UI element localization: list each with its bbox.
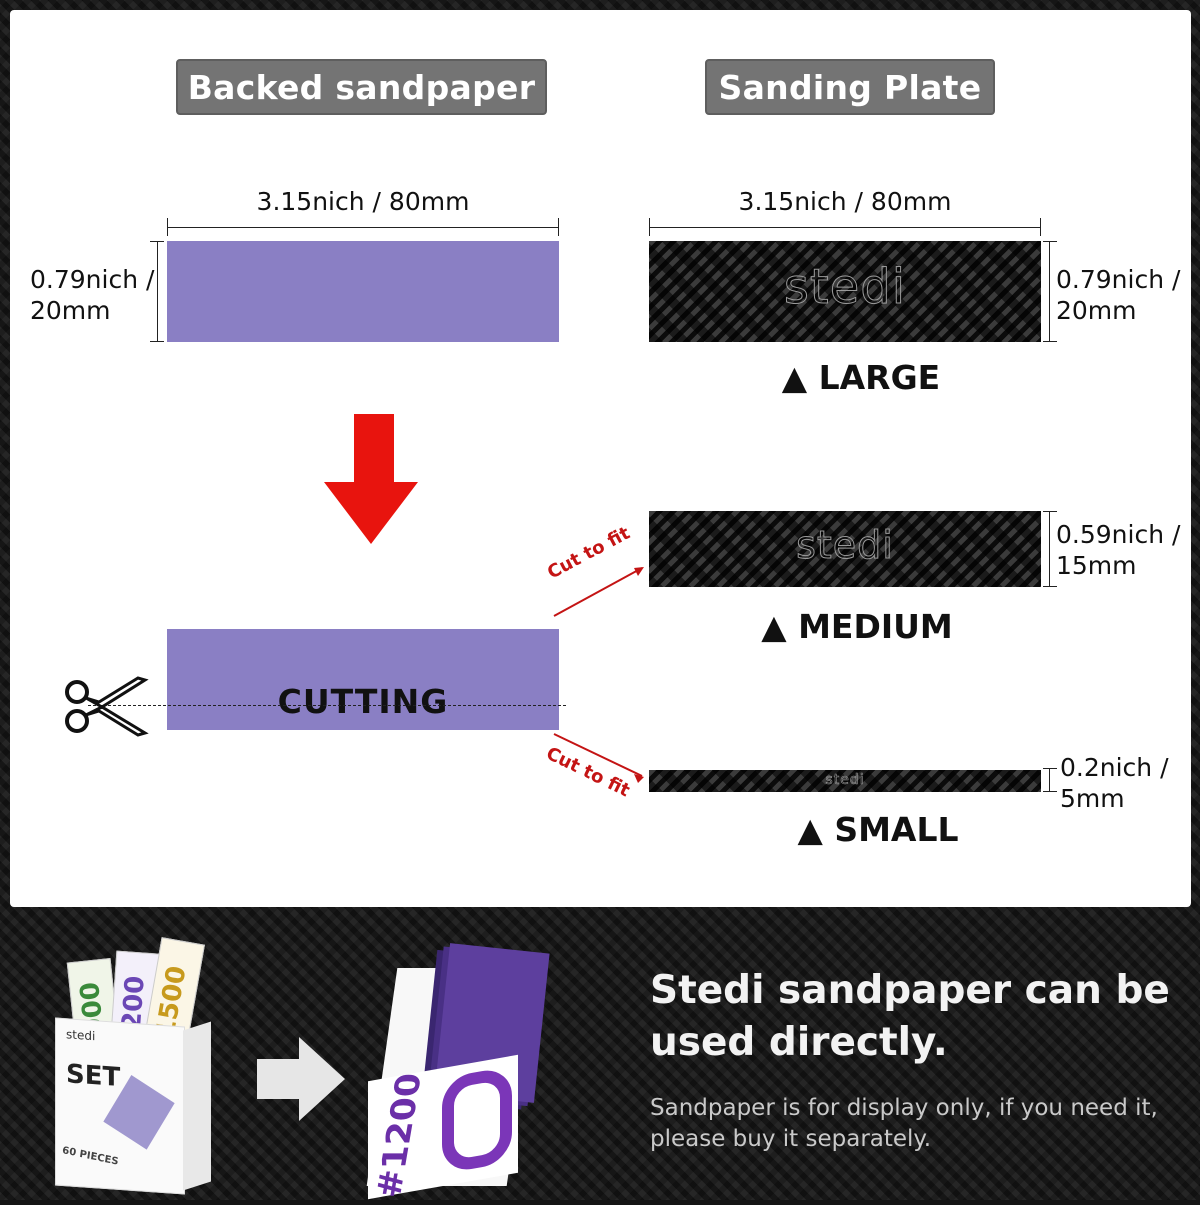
large-height-line1: 0.79nich /: [1056, 265, 1181, 294]
large-height-line: [1049, 241, 1050, 342]
cut-dashed-line: [88, 705, 566, 706]
right-width-tick-a: [649, 218, 650, 236]
medium-label: ▲ MEDIUM: [761, 607, 953, 646]
footer-sub-line1: Sandpaper is for display only, if you ne…: [650, 1095, 1158, 1121]
box-word: SET: [66, 1059, 121, 1094]
medium-height-line: [1049, 511, 1050, 587]
right-arrow-icon: [257, 1037, 345, 1121]
box-brand: stedi: [66, 1027, 96, 1044]
footer-sub-line2: please buy it separately.: [650, 1126, 932, 1152]
left-width-tick-b: [558, 218, 559, 236]
left-height-tick-a: [150, 241, 164, 242]
stedi-logo: stedi: [825, 772, 865, 789]
large-height-tick-b: [1043, 341, 1057, 342]
small-height-line1: 0.2nich /: [1060, 753, 1169, 782]
cut-arrow-top-icon: [553, 567, 644, 617]
cut-arrow-bottom-icon: [553, 733, 644, 783]
small-height-tick-b: [1043, 791, 1057, 792]
open-box-big-digits: [442, 1065, 512, 1175]
left-width-tick-a: [167, 218, 168, 236]
right-width-label: 3.15nich / 80mm: [738, 187, 952, 216]
sandpaper-box-closed: 1000 1200 1500 stedi SET 60 PIECES: [55, 930, 215, 1195]
left-width-line: [167, 227, 559, 228]
medium-height-line2: 15mm: [1056, 551, 1137, 580]
small-height-tick-a: [1043, 768, 1057, 769]
large-height-tick-a: [1043, 241, 1057, 242]
open-box-grit: #1200: [369, 1073, 430, 1199]
medium-height-line1: 0.59nich /: [1056, 520, 1181, 549]
backed-sandpaper-header: Backed sandpaper: [176, 59, 547, 115]
sanding-plate-header: Sanding Plate: [705, 59, 995, 115]
box-side: [183, 1021, 211, 1191]
footer-subtext: Sandpaper is for display only, if you ne…: [650, 1093, 1190, 1155]
left-height-tick-b: [150, 341, 164, 342]
stedi-logo: stedi: [783, 259, 907, 316]
sandpaper-box-open: #1200: [362, 928, 552, 1200]
box-pieces: 60 PIECES: [61, 1145, 120, 1168]
medium-height-tick-b: [1043, 586, 1057, 587]
diagram-panel: [10, 10, 1191, 907]
small-height-label: 0.2nich / 5mm: [1060, 752, 1169, 814]
small-sanding-plate: stedi: [649, 770, 1041, 792]
large-height-label: 0.79nich / 20mm: [1056, 264, 1180, 326]
large-height-line2: 20mm: [1056, 296, 1137, 325]
footer-headline: Stedi sandpaper can be used directly.: [650, 965, 1190, 1069]
small-height-line2: 5mm: [1060, 784, 1125, 813]
scissors-icon: [65, 676, 149, 737]
footer-headline-line2: used directly.: [650, 1020, 948, 1065]
left-width-label: 3.15nich / 80mm: [256, 187, 470, 216]
left-height-line2: 20mm: [30, 296, 111, 325]
stedi-logo: stedi: [796, 523, 894, 568]
small-label: ▲ SMALL: [797, 810, 959, 849]
sandpaper-to-cut: [167, 629, 559, 730]
large-sanding-plate: stedi: [649, 241, 1041, 342]
left-height-line1: 0.79nich /: [30, 265, 155, 294]
backed-sandpaper-sheet: [167, 241, 559, 342]
small-height-line: [1049, 768, 1050, 792]
right-width-tick-b: [1040, 218, 1041, 236]
medium-sanding-plate: stedi: [649, 511, 1041, 587]
left-height-label: 0.79nich / 20mm: [30, 264, 154, 326]
medium-height-label: 0.59nich / 15mm: [1056, 519, 1180, 581]
left-height-line: [157, 241, 158, 342]
right-width-line: [649, 227, 1041, 228]
box-front: stedi SET 60 PIECES: [55, 1017, 185, 1195]
large-label: ▲ LARGE: [781, 358, 941, 397]
medium-height-tick-a: [1043, 511, 1057, 512]
down-arrow-icon: [324, 414, 418, 544]
cutting-label: CUTTING: [277, 682, 449, 721]
footer-headline-line1: Stedi sandpaper can be: [650, 968, 1170, 1013]
